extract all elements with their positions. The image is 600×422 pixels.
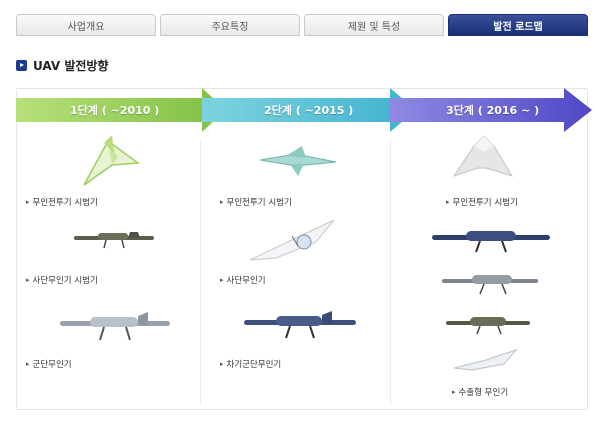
tab-features[interactable]: 주요특징 <box>160 14 300 36</box>
stage-1-item-3: ▸군단무인기 <box>26 360 72 370</box>
uav-icon <box>259 146 337 176</box>
stage-2-arrow <box>202 88 416 132</box>
uav-icon <box>442 275 538 295</box>
stage-arrows <box>16 88 592 132</box>
section-bullet-icon <box>16 60 27 71</box>
stage-1-item-1: ▸무인전투기 시범기 <box>26 198 98 208</box>
tab-roadmap[interactable]: 발전 로드맵 <box>448 14 588 36</box>
stage-2-item-2: ▸사단무인기 <box>220 276 266 286</box>
uav-icon <box>249 219 335 261</box>
uav-icon <box>453 348 518 371</box>
uav-icon <box>244 311 356 339</box>
section-title: UAV 발전방향 <box>33 59 109 73</box>
stage-3-label: 3단계 ( 2016 ~ ) <box>446 104 540 117</box>
uav-icon <box>432 231 550 253</box>
stage-2-item-1: ▸무인전투기 시범기 <box>220 198 292 208</box>
tab-bar: 사업개요 주요특징 제원 및 특성 발전 로드맵 <box>16 14 588 36</box>
stage-1-arrow <box>16 88 226 132</box>
tab-specs[interactable]: 제원 및 특성 <box>304 14 444 36</box>
uav-icon <box>452 135 514 177</box>
roadmap-panel <box>16 88 588 410</box>
stage-1-item-2: ▸사단무인기 시범기 <box>26 276 98 286</box>
uav-icon <box>83 135 141 186</box>
stage-3-item-2: ▸수출형 무인기 <box>452 388 509 398</box>
stage-2-label: 2단계 ( ~2015 ) <box>264 104 354 117</box>
section-heading: UAV 발전방향 <box>16 57 108 74</box>
stage-2-item-3: ▸차기군단무인기 <box>220 360 282 370</box>
column-divider <box>200 140 201 405</box>
uav-icon <box>74 232 154 249</box>
column-divider <box>390 140 391 405</box>
uav-icon <box>60 312 170 341</box>
stage-3-item-1: ▸무인전투기 시범기 <box>446 198 518 208</box>
stage-3-arrow <box>390 88 592 132</box>
uav-icon <box>446 317 530 335</box>
stage-1-label: 1단계 ( ~2010 ) <box>70 104 160 117</box>
tab-overview[interactable]: 사업개요 <box>16 14 156 36</box>
